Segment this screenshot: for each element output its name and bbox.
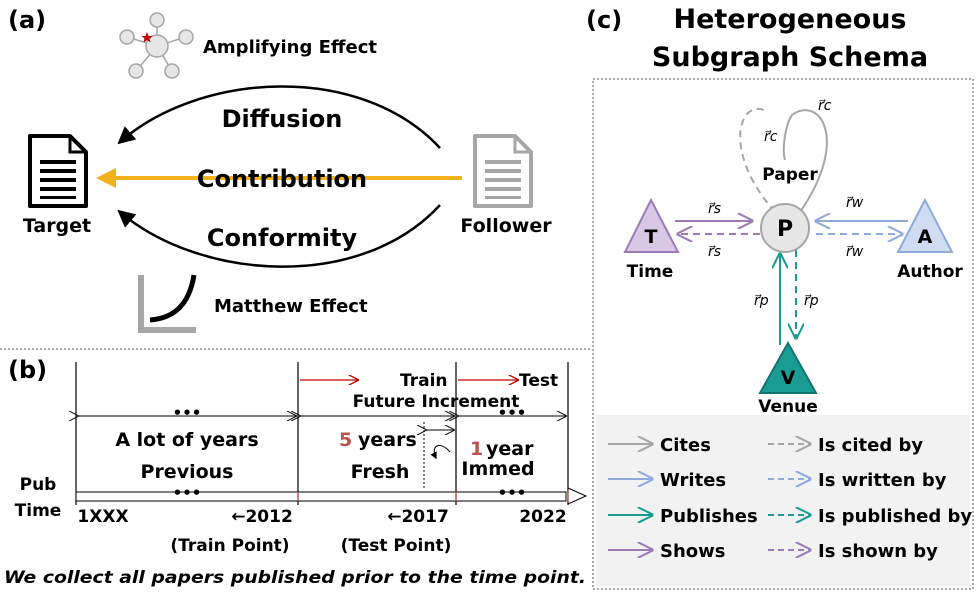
time-label: Time — [15, 501, 62, 521]
test-label: Test — [519, 371, 558, 391]
legend-publishes-label: Publishes — [660, 506, 758, 527]
diffusion-arrow — [117, 85, 441, 149]
caption: We collect all papers published prior to… — [4, 568, 586, 588]
follower-label: Follower — [460, 215, 552, 237]
follower-document-icon — [473, 134, 533, 208]
conformity-arrow — [117, 204, 441, 268]
rel-c-solid: r⃗c — [818, 98, 832, 114]
venue-node-letter: V — [781, 367, 796, 389]
pub-label: Pub — [20, 475, 57, 495]
time-node — [623, 197, 680, 253]
author-node-letter: A — [918, 226, 933, 248]
immed-label: Immed — [461, 458, 534, 480]
year-2012: ←2012 — [231, 507, 293, 527]
timeline-dots-2: ••• — [498, 484, 527, 502]
panel-c-label: (c) — [586, 6, 622, 34]
legend-cites-label: Cites — [660, 435, 711, 456]
author-node — [896, 197, 954, 253]
contribution-label: Contribution — [197, 165, 367, 193]
fresh-label: Fresh — [351, 461, 410, 483]
paper-name: Paper — [762, 165, 818, 185]
legend-written-by-label: Is written by — [818, 470, 947, 491]
immed-curved-arrow — [430, 444, 451, 460]
matthew-curve-icon — [138, 274, 197, 333]
cited-by-loop — [739, 107, 776, 213]
year-start: 1XXX — [77, 507, 128, 527]
panel-c-title-line1: Heterogeneous — [673, 4, 906, 35]
rel-c-dashed: r⃗c — [764, 129, 778, 145]
legend-shown-by-label: Is shown by — [818, 541, 938, 562]
target-label: Target — [23, 215, 91, 237]
previous-dots: ••• — [173, 404, 202, 422]
diffusion-label: Diffusion — [222, 105, 343, 133]
schema-frame — [592, 78, 974, 590]
timeline-dots-1: ••• — [173, 484, 202, 502]
panel-a: (a) Amplifying Effect Diffusion Contribu… — [8, 6, 552, 333]
panel-b: (b) Train Test Future Increment ••• ••• … — [4, 356, 588, 588]
rel-p-solid: r⃗p — [754, 293, 769, 309]
fresh-number: 5 — [339, 429, 352, 451]
time-node-name: Time — [627, 262, 674, 282]
test-point-label: (Test Point) — [341, 536, 452, 556]
paper-node — [760, 203, 810, 253]
rel-s-solid: r⃗s — [708, 201, 721, 217]
year-2022: 2022 — [519, 507, 566, 527]
immed-year-label: year — [486, 438, 534, 460]
conformity-label: Conformity — [207, 224, 358, 252]
train-point-label: (Train Point) — [170, 536, 289, 556]
rel-p-dashed: r⃗p — [804, 293, 819, 309]
train-label: Train — [400, 371, 448, 391]
amplifying-effect-label: Amplifying Effect — [203, 37, 377, 58]
panel-b-label: (b) — [8, 356, 47, 384]
future-increment-label: Future Increment — [353, 392, 520, 412]
rel-w-solid: r⃗w — [846, 195, 864, 211]
target-document-icon — [28, 134, 88, 208]
venue-node-name: Venue — [758, 397, 818, 417]
rel-w-dashed: r⃗w — [846, 244, 864, 260]
legend: Cites Is cited by Writes Is written by P… — [608, 435, 972, 562]
legend-published-by-label: Is published by — [818, 506, 972, 527]
time-node-letter: T — [645, 226, 658, 248]
network-icon — [119, 12, 194, 79]
paper-node-letter: P — [777, 217, 793, 242]
panel-c: (c) Heterogeneous Subgraph Schema r⃗c r⃗… — [586, 4, 974, 590]
legend-writes-label: Writes — [660, 470, 726, 491]
fresh-years-label: years — [358, 429, 417, 451]
timeline-arrowhead — [567, 487, 588, 505]
timeline-bar — [75, 491, 567, 502]
future-dots: ••• — [498, 404, 527, 422]
cites-loop — [782, 109, 828, 213]
rel-s-dashed: r⃗s — [708, 244, 721, 260]
matthew-effect-label: Matthew Effect — [214, 296, 368, 317]
legend-cited-by-label: Is cited by — [818, 435, 923, 456]
immed-number: 1 — [470, 438, 483, 460]
previous-label: Previous — [141, 461, 234, 483]
lot-of-years-label: A lot of years — [115, 429, 258, 451]
author-node-name: Author — [897, 262, 963, 282]
panel-c-title-line2: Subgraph Schema — [652, 42, 928, 73]
panel-a-label: (a) — [8, 6, 46, 34]
venue-node — [758, 340, 818, 394]
legend-shows-label: Shows — [660, 541, 726, 562]
year-2017: ←2017 — [387, 507, 449, 527]
